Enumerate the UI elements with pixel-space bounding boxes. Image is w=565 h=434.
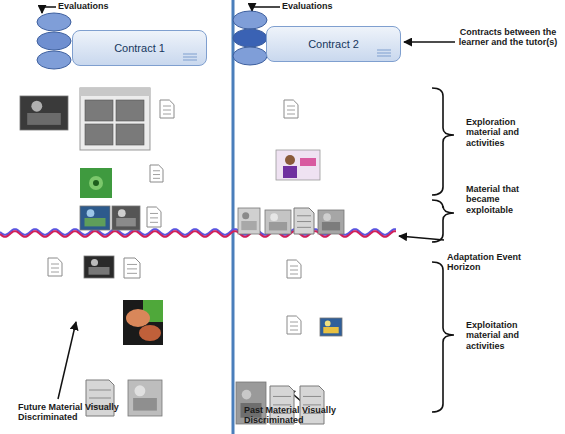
image-thumbnail [112, 206, 140, 230]
document-icon [147, 207, 161, 227]
annotation-label: Evaluations [58, 1, 109, 11]
document-icon [287, 316, 301, 334]
image-thumbnail [20, 96, 68, 130]
leader-arrow [42, 7, 56, 13]
curly-brace [432, 200, 454, 242]
box-title: Contract 2 [308, 38, 359, 50]
document-icon [287, 260, 301, 278]
image-thumbnail [84, 256, 114, 278]
curly-brace [432, 88, 454, 195]
image-thumbnail [80, 206, 110, 230]
box-title: Contract 1 [114, 42, 165, 54]
lines-icon [376, 48, 392, 58]
image-thumbnail [128, 380, 162, 416]
leader-arrow [404, 41, 455, 43]
curly-brace [432, 262, 454, 412]
annotation-label: Contracts between the learner and the tu… [458, 27, 558, 48]
annotation-label: Adaptation Event Horizon [447, 252, 539, 273]
document-icon [160, 100, 174, 118]
leader-arrow [399, 236, 444, 240]
evaluation-stack [37, 13, 71, 69]
image-thumbnail [318, 210, 344, 234]
annotation-label: Exploration material and activities [466, 117, 538, 148]
document-icon [124, 258, 140, 278]
image-thumbnail [238, 208, 260, 234]
divider-line [232, 0, 235, 434]
annotation-label: Future Material Visually Discriminated [18, 402, 130, 423]
contract-box: Contract 1 [72, 30, 207, 66]
annotation-label: Material that became exploitable [466, 184, 526, 215]
document-icon [150, 165, 163, 182]
annotation-label: Evaluations [282, 1, 333, 11]
contract-box: Contract 2 [266, 26, 401, 62]
leader-arrow [252, 7, 280, 11]
document-icon [48, 258, 62, 276]
annotation-label: Past Material Visually Discriminated [244, 405, 356, 426]
annotation-label: Exploitation material and activities [466, 320, 538, 351]
muscle-image [123, 300, 163, 345]
evaluation-stack [233, 11, 267, 65]
person-image [276, 150, 320, 180]
folder-window [80, 88, 150, 150]
image-thumbnail [320, 318, 342, 336]
lines-icon [182, 52, 198, 62]
document-icon [294, 208, 314, 234]
green-image [80, 168, 112, 198]
leader-arrow [58, 322, 76, 399]
image-thumbnail [265, 210, 291, 234]
document-icon [284, 100, 298, 118]
